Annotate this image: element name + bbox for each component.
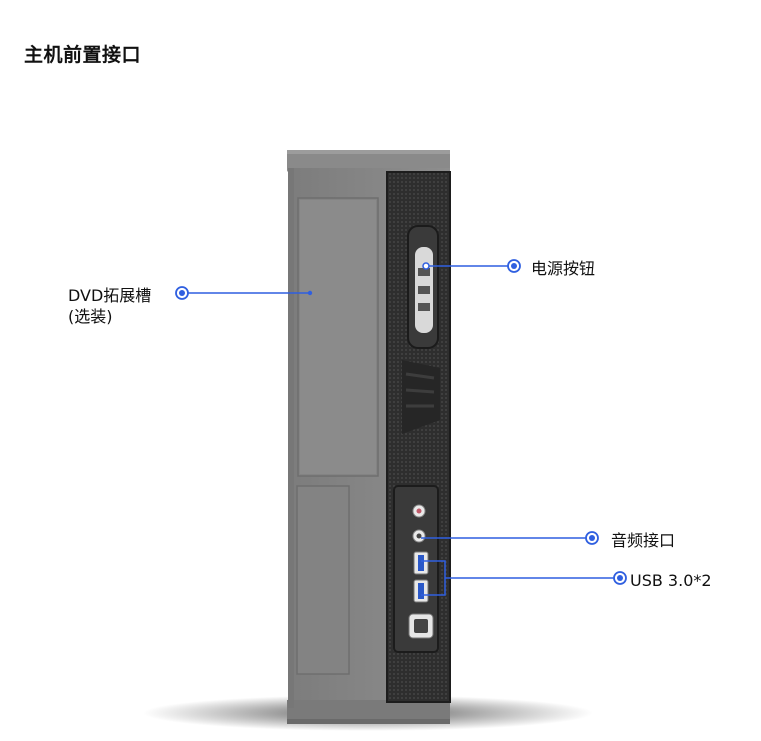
callout-label-dvd: DVD拓展槽 (选装) — [68, 285, 151, 327]
callout-label-dvd-line1: DVD拓展槽 — [68, 286, 152, 305]
callout-label-usb: USB 3.0*2 — [630, 571, 712, 590]
power-button-module — [407, 225, 439, 349]
callout-dot-power — [507, 259, 521, 273]
callout-label-audio: 音频接口 — [611, 531, 676, 550]
io-port-panel — [393, 485, 439, 653]
callout-label-power: 电源按钮 — [531, 259, 596, 278]
callout-dot-audio — [585, 531, 599, 545]
dvd-bay — [297, 197, 379, 477]
callout-dots — [175, 259, 627, 585]
lower-bay — [296, 485, 350, 675]
page-title: 主机前置接口 — [24, 44, 142, 66]
callout-label-dvd-line2: (选装) — [68, 307, 113, 326]
callout-dot-dvd — [175, 286, 189, 300]
callout-dot-usb — [613, 571, 627, 585]
vent-graphic — [402, 360, 440, 434]
callout-lines — [182, 265, 618, 596]
